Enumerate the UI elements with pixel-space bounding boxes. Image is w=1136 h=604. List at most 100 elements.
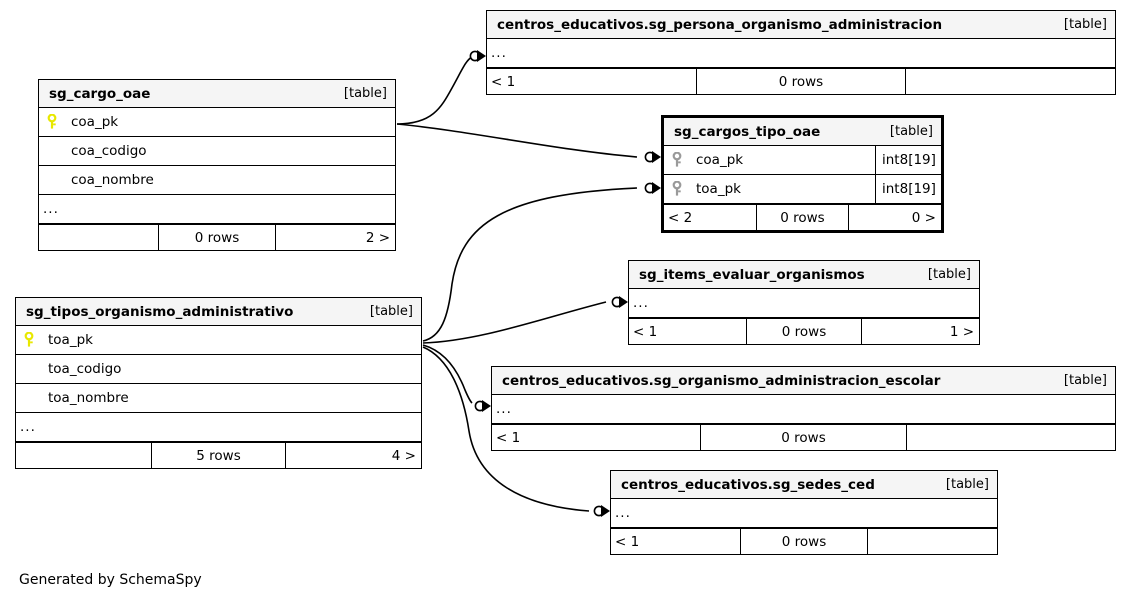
table-column-row[interactable]: coa_pk: [39, 108, 395, 137]
footer-parents-count: [16, 443, 151, 468]
table-header: centros_educativos.sg_sedes_ced [table]: [611, 471, 997, 499]
ellipsis-label: ...: [43, 201, 59, 217]
table-column-row[interactable]: coa_pk int8[19]: [664, 146, 941, 175]
table-column-row[interactable]: toa_codigo: [16, 355, 421, 384]
relationship-edge: [422, 187, 638, 342]
footer-children-count: 2 >: [365, 229, 391, 246]
footer-children-count: 4 >: [391, 447, 416, 464]
table-name: centros_educativos.sg_organismo_administ…: [502, 372, 941, 389]
generator-note: Generated by SchemaSpy: [19, 572, 202, 588]
cardinality-many-marker: [619, 296, 628, 308]
table-kind-label: [table]: [927, 267, 971, 282]
column-name: coa_nombre: [71, 172, 154, 188]
primary-key-icon-slot: [39, 114, 65, 130]
table-header: sg_cargos_tipo_oae [table]: [664, 118, 941, 146]
table-node[interactable]: sg_tipos_organismo_administrativo [table]…: [15, 297, 422, 469]
footer-parents-count: < 1: [491, 73, 516, 90]
table-kind-label: [table]: [369, 304, 413, 319]
primary-key-icon-slot: [664, 181, 690, 197]
cardinality-many-marker: [477, 50, 486, 62]
table-kind-label: [table]: [889, 124, 933, 139]
cardinality-many-marker: [482, 400, 491, 412]
table-header: sg_items_evaluar_organismos [table]: [629, 261, 979, 289]
primary-key-icon: [47, 114, 57, 129]
table-name: sg_tipos_organismo_administrativo: [26, 303, 294, 320]
cardinality-zero-marker: [644, 151, 656, 163]
relationship-edge: [396, 56, 473, 125]
footer-parents-count: < 2: [668, 209, 693, 226]
ellipsis-label: ...: [20, 419, 36, 435]
column-name: toa_pk: [48, 332, 93, 348]
table-footer: < 1 0 rows: [492, 424, 1115, 450]
footer-parents-count: < 1: [615, 533, 640, 550]
table-name: sg_cargo_oae: [49, 85, 151, 102]
table-node[interactable]: centros_educativos.sg_organismo_administ…: [491, 366, 1116, 451]
table-column-row[interactable]: toa_pk: [16, 326, 421, 355]
table-kind-label: [table]: [343, 86, 387, 101]
table-column-row[interactable]: toa_nombre: [16, 384, 421, 413]
table-name: sg_items_evaluar_organismos: [639, 266, 865, 283]
table-name: sg_cargos_tipo_oae: [674, 123, 821, 140]
footer-children-count: [906, 69, 1115, 94]
table-node[interactable]: sg_items_evaluar_organismos [table]... < 1…: [628, 260, 980, 345]
table-name: centros_educativos.sg_persona_organismo_…: [497, 16, 943, 33]
cardinality-many-marker: [601, 505, 610, 517]
footer-children-count: 0 >: [911, 209, 936, 226]
cardinality-many-marker: [652, 182, 661, 194]
table-column-row[interactable]: coa_nombre: [39, 166, 395, 195]
footer-row-count: 0 rows: [739, 529, 869, 554]
table-node[interactable]: sg_cargo_oae [table] coa_pk coa_codigo coa_n…: [38, 79, 396, 251]
table-column-row[interactable]: toa_pk int8[19]: [664, 175, 941, 204]
table-more-columns-row[interactable]: ...: [629, 289, 979, 318]
table-kind-label: [table]: [945, 477, 989, 492]
table-node[interactable]: centros_educativos.sg_persona_organismo_…: [486, 10, 1116, 95]
ellipsis-label: ...: [496, 401, 512, 417]
relationship-edge: [396, 123, 638, 158]
column-name: coa_pk: [696, 152, 744, 168]
cardinality-zero-marker: [611, 296, 623, 308]
table-header: centros_educativos.sg_persona_organismo_…: [487, 11, 1115, 39]
footer-row-count: 0 rows: [157, 225, 277, 250]
table-more-columns-row[interactable]: ...: [487, 39, 1115, 68]
primary-key-icon-slot: [664, 152, 690, 168]
footer-parents-count: [39, 225, 158, 250]
column-type: int8[19]: [875, 146, 941, 174]
column-name: toa_pk: [696, 181, 741, 197]
ellipsis-label: ...: [615, 505, 631, 521]
table-more-columns-row[interactable]: ...: [39, 195, 395, 224]
ellipsis-label: ...: [633, 295, 649, 311]
footer-row-count: 0 rows: [756, 205, 849, 230]
table-node[interactable]: centros_educativos.sg_sedes_ced [table]..…: [610, 470, 998, 555]
ellipsis-label: ...: [491, 45, 507, 61]
footer-row-count: 0 rows: [699, 425, 908, 450]
footer-children-count: [868, 529, 997, 554]
table-name: centros_educativos.sg_sedes_ced: [621, 476, 875, 493]
table-kind-label: [table]: [1063, 373, 1107, 388]
table-footer: < 1 0 rows: [611, 528, 997, 554]
cardinality-zero-marker: [474, 400, 486, 412]
column-name: coa_pk: [71, 114, 119, 130]
footer-children-count: 1 >: [949, 323, 975, 340]
primary-key-icon: [24, 332, 34, 347]
table-more-columns-row[interactable]: ...: [16, 413, 421, 442]
footer-parents-count: < 1: [633, 323, 658, 340]
footer-row-count: 0 rows: [696, 69, 906, 94]
table-footer: < 2 0 rows 0 >: [664, 204, 941, 230]
table-column-row[interactable]: coa_codigo: [39, 137, 395, 166]
table-more-columns-row[interactable]: ...: [492, 395, 1115, 424]
footer-parents-count: < 1: [496, 429, 521, 446]
primary-key-icon: [672, 152, 682, 167]
primary-key-icon-slot: [16, 332, 42, 348]
footer-row-count: 0 rows: [745, 319, 863, 344]
cardinality-zero-marker: [469, 50, 481, 62]
cardinality-zero-marker: [593, 505, 605, 517]
relationship-edge: [422, 301, 607, 344]
table-kind-label: [table]: [1063, 17, 1107, 32]
primary-key-icon: [672, 181, 682, 196]
table-more-columns-row[interactable]: ...: [611, 499, 997, 528]
column-type: int8[19]: [875, 175, 941, 203]
table-header: centros_educativos.sg_organismo_administ…: [492, 367, 1115, 395]
